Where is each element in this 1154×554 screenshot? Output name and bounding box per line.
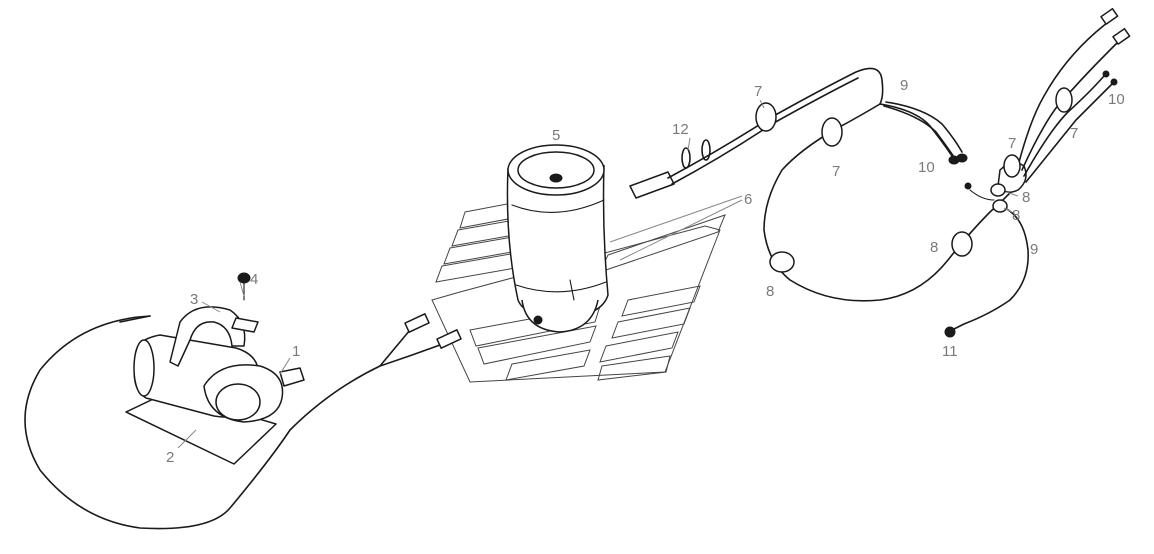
label-6: 6: [744, 191, 752, 208]
grommet-7d: [1003, 154, 1021, 178]
label-12: 12: [672, 121, 689, 138]
grommet-7a: [755, 102, 777, 132]
grommet-8a: [769, 251, 795, 273]
grommet-7b: [821, 117, 843, 147]
label-4: 4: [250, 271, 258, 288]
motor-assembly: [125, 272, 305, 465]
label-8a: 8: [766, 283, 774, 300]
cylinder-unit: [506, 144, 609, 333]
strap: [169, 306, 246, 367]
motor-wire-loop: [24, 315, 411, 530]
label-3: 3: [190, 291, 198, 308]
connector-12: [629, 171, 675, 199]
label-10a: 10: [918, 159, 935, 176]
label-7b: 7: [832, 163, 840, 180]
label-8d: 8: [1012, 207, 1020, 224]
label-7d: 7: [1070, 125, 1078, 142]
grommet-8b: [951, 231, 973, 257]
label-7a: 7: [754, 83, 762, 100]
part-labels: 1 2 3 4 5 6 7 7 7 7 8 8 8 8 9 9 10 10 11…: [166, 77, 1125, 466]
connector-a: [404, 313, 430, 333]
label-1: 1: [292, 343, 300, 360]
wire-harness: [629, 7, 1131, 338]
label-5: 5: [552, 127, 560, 144]
label-8b: 8: [930, 239, 938, 256]
motor-wire-branch: [379, 344, 441, 367]
label-2: 2: [166, 449, 174, 466]
label-9a: 9: [900, 77, 908, 94]
leader-lines: [177, 99, 1019, 449]
grommet-8c: [990, 183, 1006, 197]
label-9b: 9: [1030, 241, 1038, 258]
grommet-7c: [1055, 87, 1073, 113]
label-8c: 8: [1022, 189, 1030, 206]
bolt: [237, 272, 251, 284]
connector-b: [436, 329, 462, 349]
grommet-8d: [992, 199, 1008, 213]
label-10b: 10: [1108, 91, 1125, 108]
label-7c: 7: [1008, 135, 1016, 152]
label-11: 11: [942, 343, 958, 360]
